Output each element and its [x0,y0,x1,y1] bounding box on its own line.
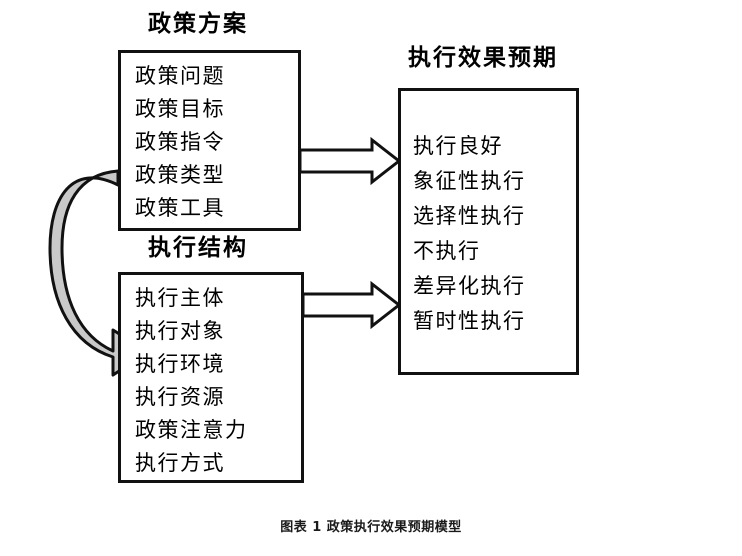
item-list-structure: 执行主体 执行对象 执行环境 执行资源 政策注意力 执行方式 [135,282,295,480]
figure-caption: 图表 1 政策执行效果预期模型 [280,520,462,535]
list-item: 执行环境 [135,352,225,376]
list-item: 执行良好 [413,134,503,158]
block-arrow-structure-to-effect [301,280,402,330]
node-box-structure: 执行主体 执行对象 执行环境 执行资源 政策注意力 执行方式 [118,272,304,483]
list-item: 执行主体 [135,286,225,310]
node-box-effect: 执行良好 象征性执行 选择性执行 不执行 差异化执行 暂时性执行 [398,88,579,375]
item-list-effect: 执行良好 象征性执行 选择性执行 不执行 差异化执行 暂时性执行 [413,129,570,339]
block-arrow-policy-to-effect [298,136,402,186]
list-item: 差异化执行 [413,274,526,298]
list-item: 政策类型 [135,163,225,187]
group-title-structure: 执行结构 [148,234,248,261]
group-title-effect: 执行效果预期 [408,44,558,71]
list-item: 政策工具 [135,196,225,220]
list-item: 选择性执行 [413,204,526,228]
list-item: 政策指令 [135,130,225,154]
group-title-policy: 政策方案 [148,10,248,37]
list-item: 暂时性执行 [413,309,526,333]
list-item: 政策问题 [135,64,225,88]
curved-block-arrow-policy-to-structure [48,169,150,377]
item-list-policy: 政策问题 政策目标 政策指令 政策类型 政策工具 [135,60,292,225]
list-item: 政策目标 [135,97,225,121]
list-item: 象征性执行 [413,169,526,193]
list-item: 执行资源 [135,385,225,409]
list-item: 不执行 [413,239,481,263]
list-item: 政策注意力 [135,418,248,442]
list-item: 执行方式 [135,451,225,475]
node-box-policy: 政策问题 政策目标 政策指令 政策类型 政策工具 [118,50,301,231]
list-item: 执行对象 [135,319,225,343]
